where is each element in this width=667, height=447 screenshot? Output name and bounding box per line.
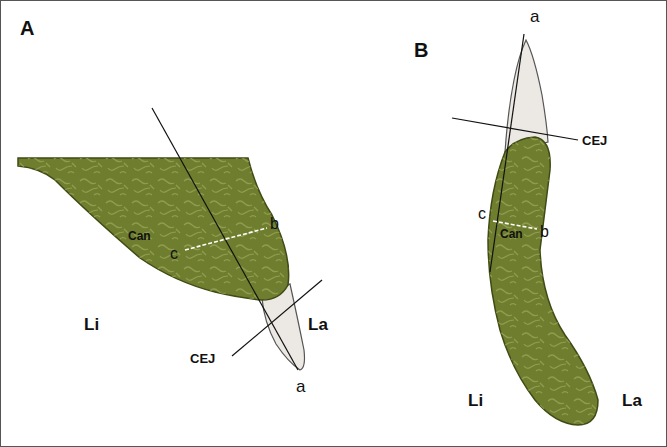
bone (18, 158, 289, 300)
panel-letter: B (414, 40, 428, 60)
point-label: c (170, 246, 178, 262)
side-label: Li (468, 392, 483, 409)
axis-label: a (296, 378, 305, 395)
region-label: Can (500, 228, 523, 240)
tooth (505, 40, 548, 152)
panel-letter: A (20, 18, 34, 38)
cej-line (452, 118, 578, 140)
side-label: La (308, 316, 328, 333)
long-axis (152, 108, 298, 370)
bone (488, 137, 598, 425)
bone-texture (18, 158, 289, 300)
point-label: b (270, 216, 279, 232)
thickness-line (185, 228, 267, 250)
cej-label: CEJ (582, 134, 607, 147)
side-label: La (622, 392, 642, 409)
cej-label: CEJ (190, 352, 215, 365)
point-label: b (540, 224, 549, 240)
side-label: Li (84, 316, 99, 333)
long-axis (490, 34, 524, 272)
bone-texture (488, 137, 598, 425)
region-label: Can (128, 230, 151, 242)
axis-label: a (530, 8, 539, 25)
point-label: c (478, 206, 486, 222)
